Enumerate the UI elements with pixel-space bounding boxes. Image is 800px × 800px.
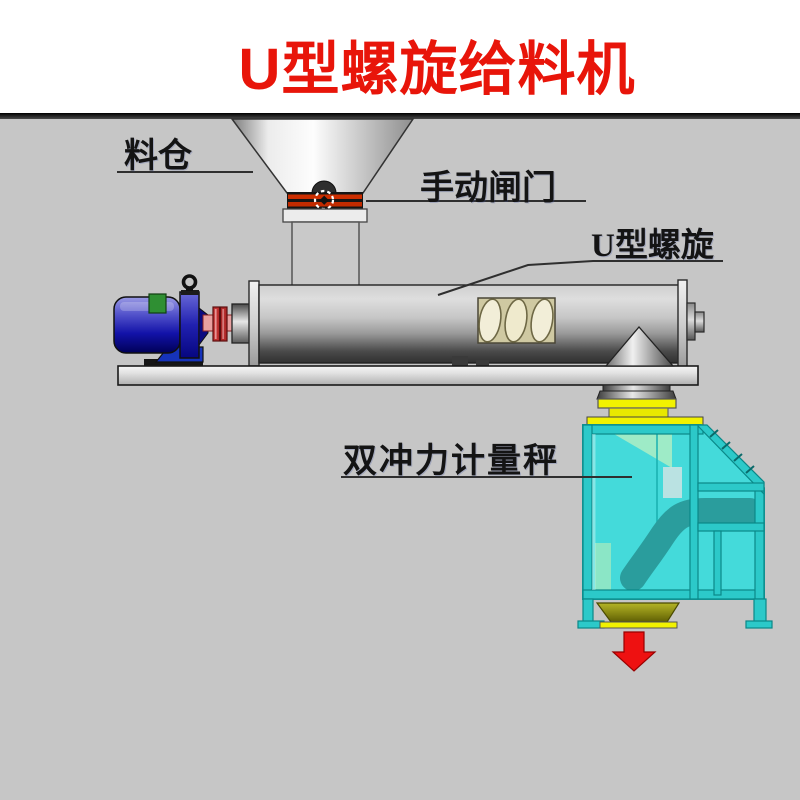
tube-left-flange <box>248 280 260 367</box>
screw-window <box>477 297 556 344</box>
lifting-eyebolt-icon <box>181 274 198 291</box>
inlet-neck <box>291 221 360 289</box>
shaft-coupling <box>202 303 252 344</box>
flex-connector-band <box>597 398 677 409</box>
screw-tube <box>248 279 705 369</box>
header-divider <box>0 113 800 119</box>
box-frame <box>582 424 765 600</box>
label-manual-gate: 手动闸门 <box>420 170 556 207</box>
tube-body <box>258 284 680 364</box>
box-legs <box>577 598 773 629</box>
tube-right-flange <box>677 279 688 369</box>
outlet-cone <box>595 602 681 623</box>
shaft-end-housing <box>231 303 252 344</box>
handwheel-icon <box>311 180 337 194</box>
manual-gate-valve <box>282 180 368 223</box>
terminal-box <box>148 293 167 314</box>
label-u-screw: U型螺旋 <box>591 228 714 264</box>
discharge-cone <box>604 326 675 367</box>
label-hopper: 料仓 <box>124 138 192 175</box>
label-weigher: 双冲力计量秤 <box>343 443 559 480</box>
gate-flange <box>282 208 368 223</box>
title-band <box>0 0 800 113</box>
leader-screw <box>437 260 723 296</box>
page-title: U型螺旋给料机 <box>238 37 636 102</box>
gearbox <box>179 291 200 359</box>
base-plate <box>117 365 699 386</box>
drive-motor <box>113 274 209 367</box>
outlet-strip <box>599 621 678 629</box>
box-inlet-strip <box>586 416 704 426</box>
leader-lines <box>117 171 723 478</box>
discharge-arrow-icon <box>611 631 657 672</box>
weighing-box <box>577 416 773 629</box>
motor-base-pad <box>144 359 203 367</box>
end-bearing-stub <box>686 302 705 341</box>
